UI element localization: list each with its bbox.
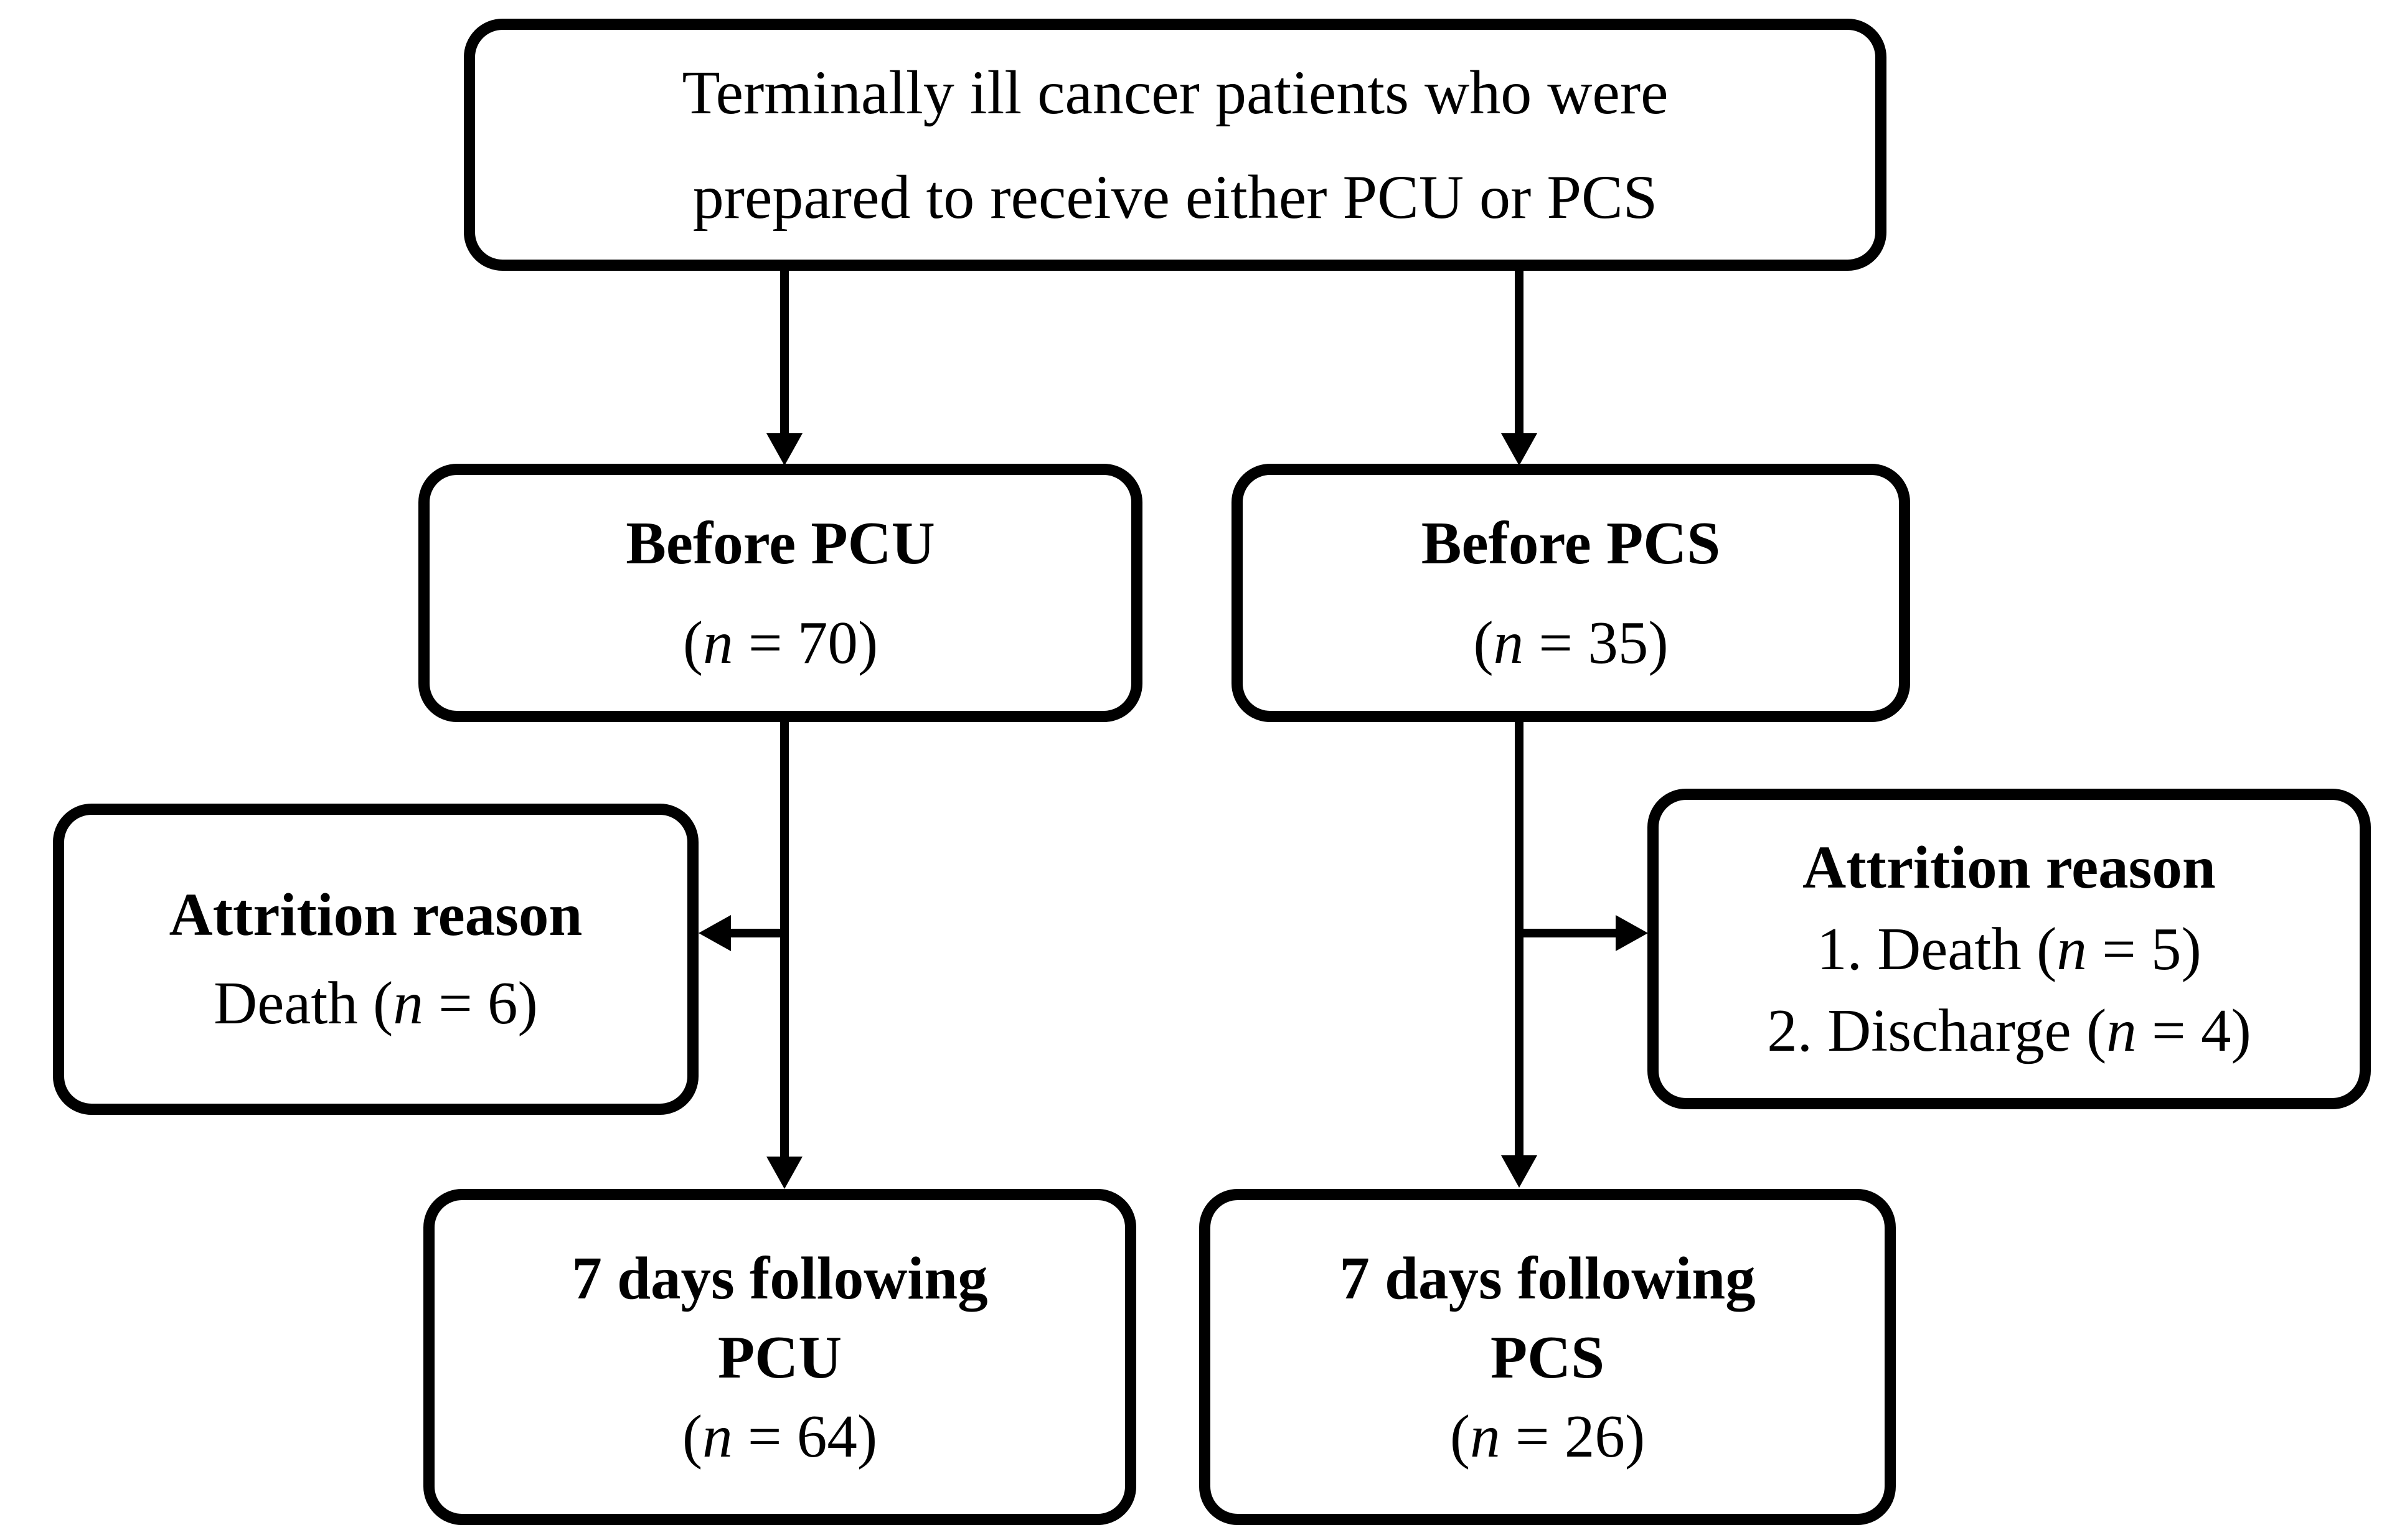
connector-source-to-before-pcs bbox=[1515, 270, 1523, 436]
attrition-pcs-item-1: 1. Death (n = 5) bbox=[1817, 916, 2202, 982]
node-source-population: Terminally ill cancer patients who were … bbox=[464, 19, 1886, 271]
node-attrition-pcu: Attrition reason Death (n = 6) bbox=[53, 804, 699, 1115]
followup-pcs-line-1: 7 days following bbox=[1339, 1244, 1756, 1312]
node-followup-pcu: 7 days following PCU (n = 64) bbox=[423, 1189, 1136, 1525]
followup-pcu-line-2: PCU bbox=[717, 1323, 842, 1391]
before-pcu-count: (n = 70) bbox=[682, 609, 878, 676]
source-line-1: Terminally ill cancer patients who were bbox=[682, 57, 1669, 127]
arrowhead-down-followup-pcu bbox=[766, 1157, 803, 1189]
connector-before-pcs-to-followup bbox=[1515, 721, 1523, 1157]
before-pcu-title: Before PCU bbox=[626, 509, 935, 576]
followup-pcs-line-2: PCS bbox=[1490, 1323, 1605, 1391]
source-line-2: prepared to receive either PCU or PCS bbox=[692, 162, 1658, 232]
connector-source-to-before-pcu bbox=[780, 270, 789, 436]
attrition-pcs-item-2: 2. Discharge (n = 4) bbox=[1767, 997, 2251, 1064]
followup-pcu-line-1: 7 days following bbox=[572, 1244, 988, 1312]
attrition-pcs-title: Attrition reason bbox=[1802, 834, 2216, 901]
followup-pcs-count: (n = 26) bbox=[1449, 1402, 1646, 1470]
before-pcs-count: (n = 35) bbox=[1473, 609, 1669, 676]
connector-before-pcu-to-followup bbox=[780, 721, 789, 1158]
node-before-pcu: Before PCU (n = 70) bbox=[418, 464, 1142, 722]
arrowhead-down-before-pcu bbox=[766, 433, 803, 466]
attrition-pcu-title: Attrition reason bbox=[169, 881, 583, 948]
attrition-pcu-item-1: Death (n = 6) bbox=[214, 970, 538, 1036]
arrowhead-down-followup-pcs bbox=[1501, 1155, 1537, 1188]
arrowhead-left-attrition-pcu bbox=[699, 915, 731, 951]
arrowhead-right-attrition-pcs bbox=[1616, 915, 1648, 951]
node-before-pcs: Before PCS (n = 35) bbox=[1231, 464, 1910, 722]
before-pcs-title: Before PCS bbox=[1421, 509, 1721, 576]
connector-branch-attrition-pcu bbox=[728, 929, 789, 937]
arrowhead-down-before-pcs bbox=[1501, 433, 1537, 466]
connector-branch-attrition-pcs bbox=[1519, 929, 1617, 937]
node-attrition-pcs: Attrition reason 1. Death (n = 5) 2. Dis… bbox=[1647, 789, 2371, 1109]
followup-pcu-count: (n = 64) bbox=[682, 1402, 878, 1470]
node-followup-pcs: 7 days following PCS (n = 26) bbox=[1199, 1189, 1896, 1525]
